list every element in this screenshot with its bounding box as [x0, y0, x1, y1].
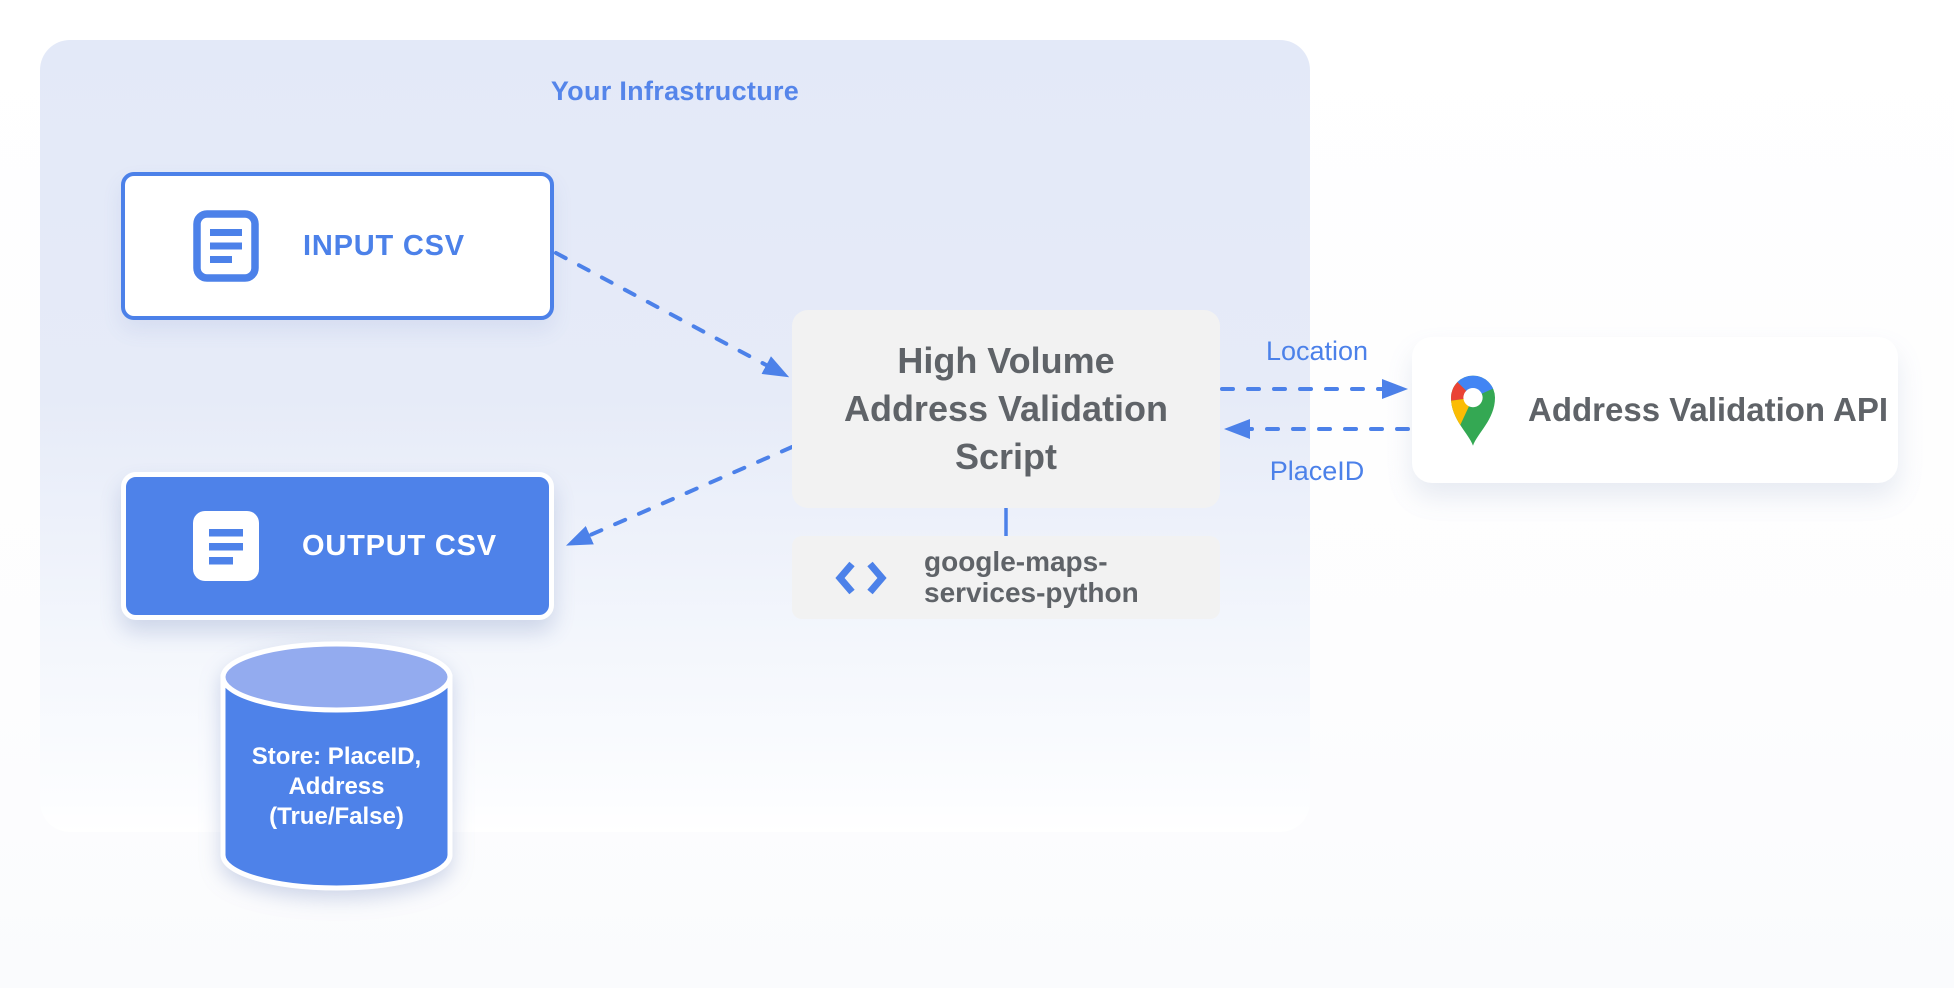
library-node: google-maps- services-python	[792, 536, 1220, 619]
database-cylinder-shape	[220, 641, 453, 891]
infrastructure-title: Your Infrastructure	[550, 76, 800, 106]
output-csv-node: OUTPUT CSV	[121, 472, 554, 620]
library-label: google-maps- services-python	[924, 546, 1139, 608]
google-maps-pin-icon	[1451, 375, 1495, 446]
document-outline-icon	[193, 210, 259, 282]
api-label: Address Validation API	[1528, 391, 1889, 428]
datastore-cylinder: Store: PlaceID, Address (True/False)	[216, 636, 457, 892]
code-icon	[835, 561, 887, 594]
document-filled-icon	[193, 511, 259, 581]
location-edge-label: Location	[1265, 336, 1369, 366]
placeid-edge-label: PlaceID	[1269, 456, 1365, 486]
api-node: Address Validation API	[1412, 337, 1898, 483]
output-csv-label: OUTPUT CSV	[302, 529, 497, 562]
script-node: High Volume Address Validation Script	[792, 310, 1220, 508]
datastore-label: Store: PlaceID, Address (True/False)	[251, 743, 422, 831]
input-csv-node: INPUT CSV	[121, 172, 554, 320]
input-csv-label: INPUT CSV	[303, 229, 465, 262]
script-label: High Volume Address Validation Script	[843, 340, 1169, 477]
